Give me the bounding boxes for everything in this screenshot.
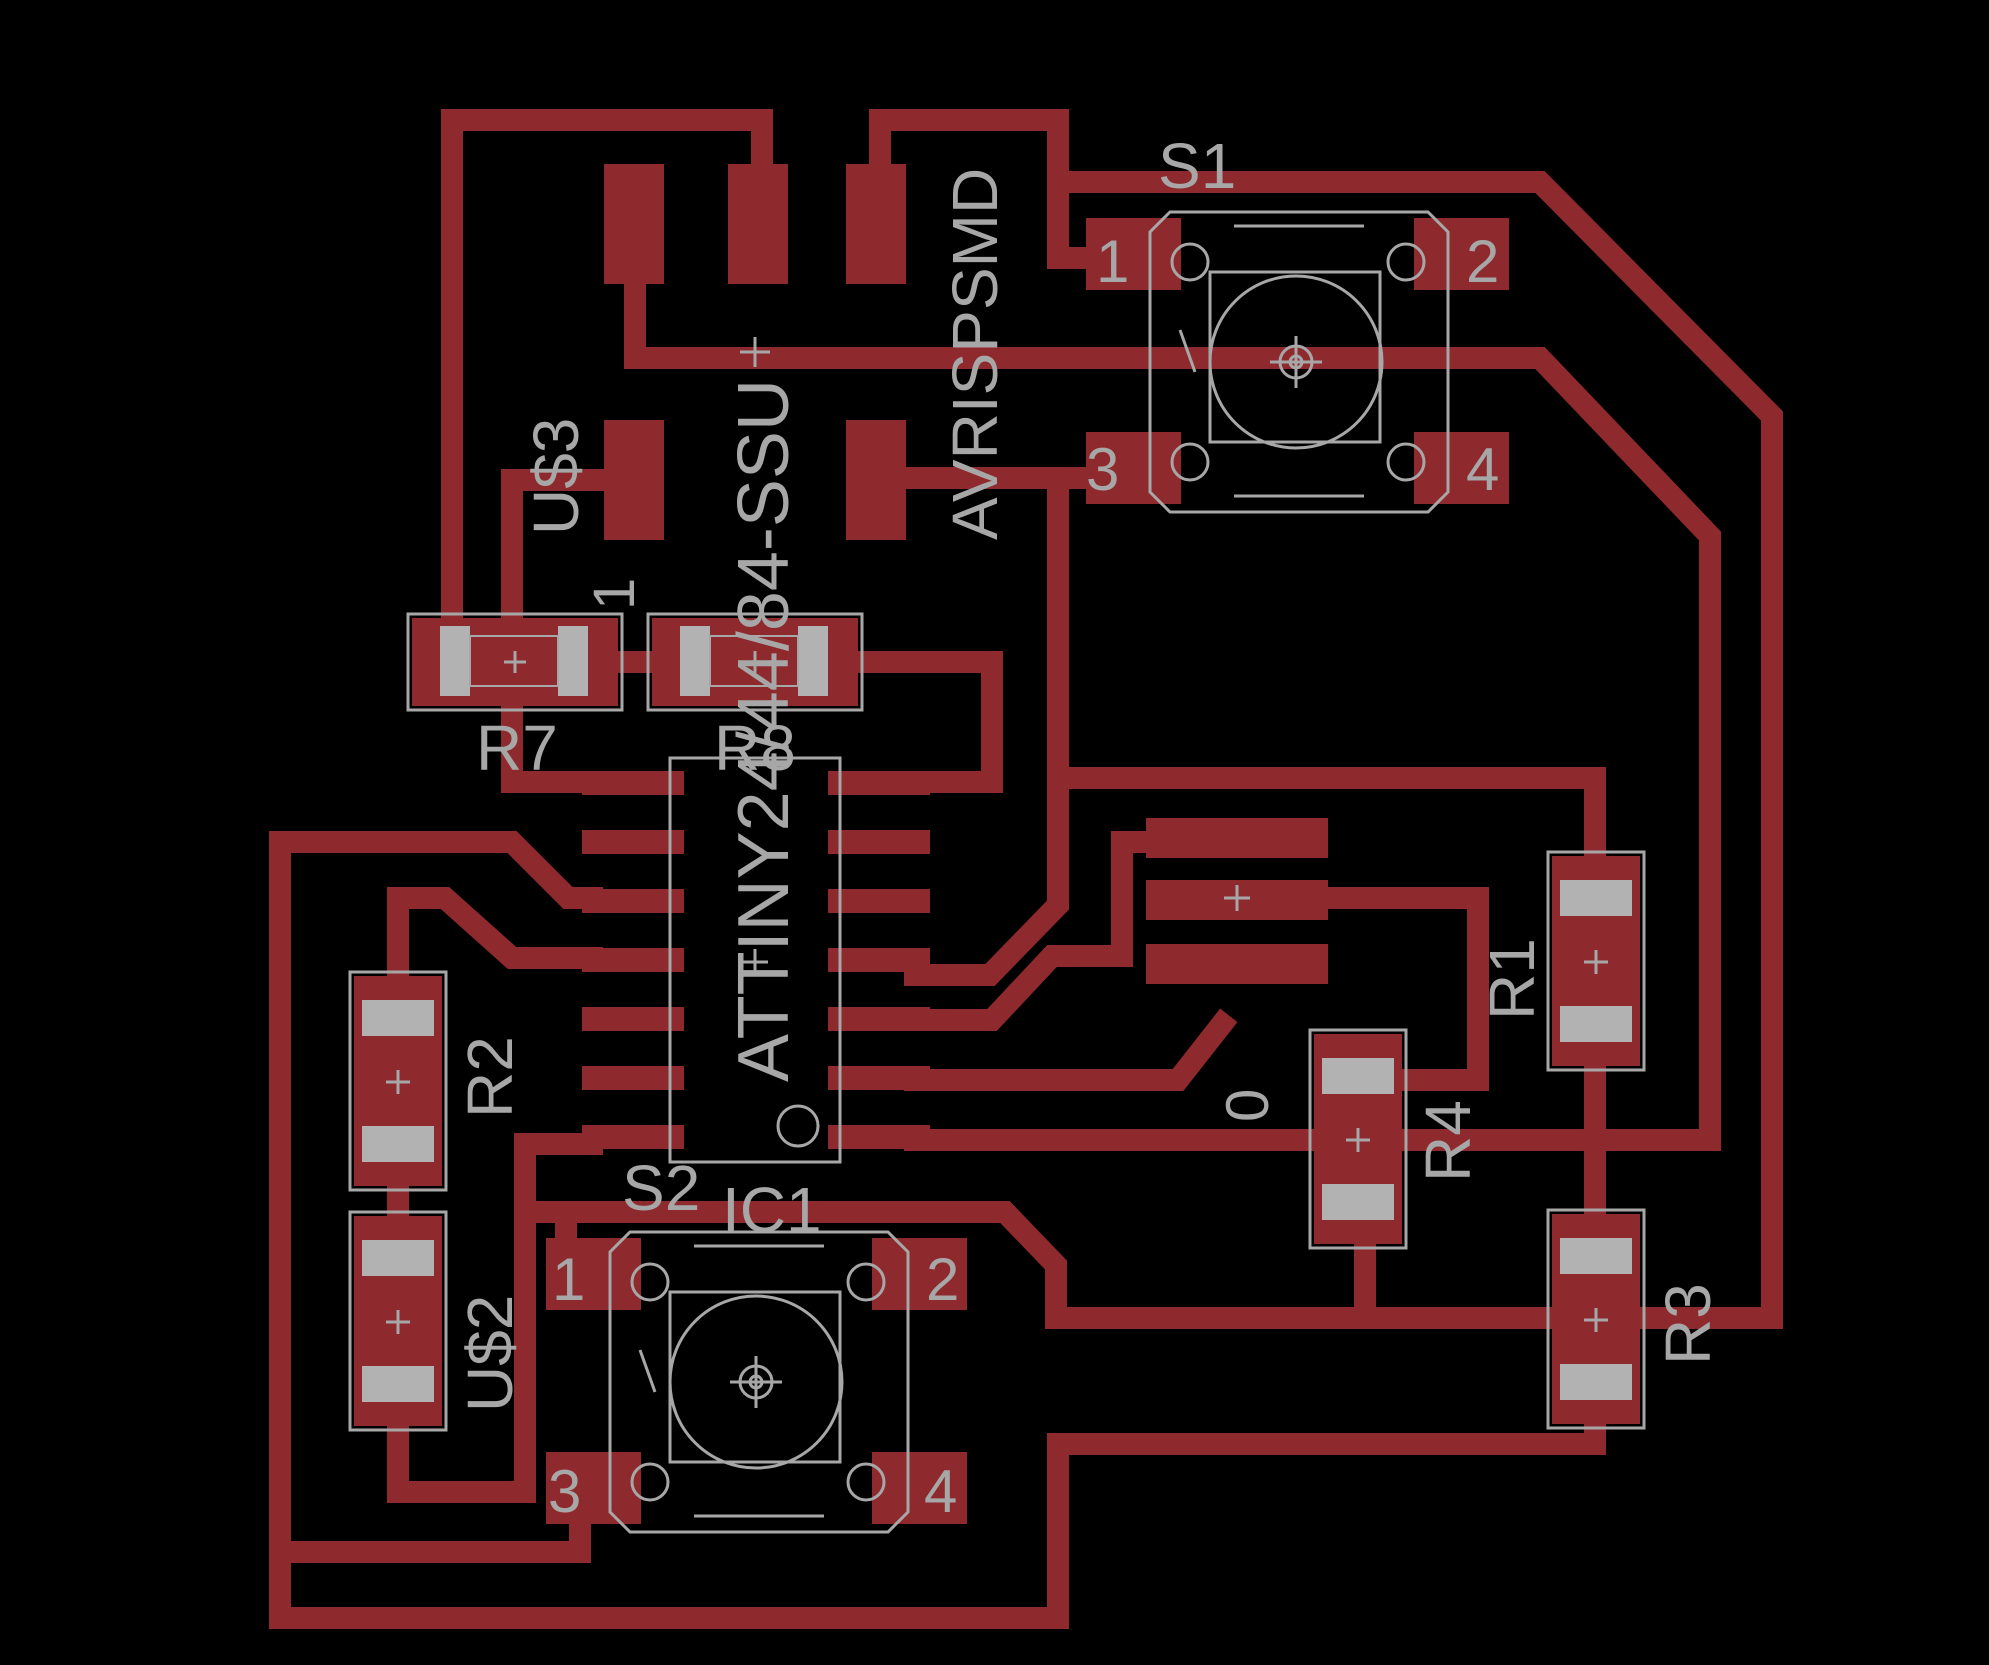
label-s1-ref: S1 xyxy=(1158,130,1236,202)
trace-r2-top xyxy=(387,887,603,991)
header-pad-3 xyxy=(846,164,906,284)
resistor-r7 xyxy=(406,612,624,712)
resistor-r3 xyxy=(1546,1208,1646,1430)
header-pad-5 xyxy=(846,420,906,540)
ic-pin-5 xyxy=(582,1007,684,1031)
ic-pin-7 xyxy=(582,1125,684,1149)
trace-r8-ic xyxy=(849,651,1003,793)
switch-s1-outline xyxy=(1148,210,1450,514)
header-center xyxy=(740,337,770,367)
label-ic-ref: IC1 xyxy=(722,1174,822,1246)
resistor-r4 xyxy=(1308,1028,1408,1250)
label-s2-pin4: 4 xyxy=(924,1458,957,1525)
ic-pin-10 xyxy=(828,1007,930,1031)
resistor-u2 xyxy=(348,1210,448,1432)
ic-pin-1 xyxy=(582,771,684,795)
label-u2: U$2 xyxy=(454,1295,526,1412)
ic-pin-8 xyxy=(828,1125,930,1149)
label-r4: R4 xyxy=(1412,1100,1484,1182)
silkscreen-labels: AVRISPSMD U$3 1 ATTINY24/44/84-SSU IC1 S… xyxy=(454,130,1724,1525)
label-s1-pin3: 3 xyxy=(1086,436,1119,503)
resistor-r2 xyxy=(348,970,448,1192)
label-s2-pin1: 1 xyxy=(552,1246,585,1313)
s2-pad-3 xyxy=(546,1452,641,1524)
s1-pad-1 xyxy=(1086,218,1181,290)
switch-s2-outline xyxy=(608,1230,910,1534)
s2-pad-4 xyxy=(872,1452,967,1524)
ic-outline xyxy=(668,756,842,1164)
s2-pad-2 xyxy=(872,1238,967,1310)
s2-pad-1 xyxy=(546,1238,641,1310)
label-s1-pin2: 2 xyxy=(1466,228,1499,295)
trace-s1-right xyxy=(527,171,1783,1329)
s1-pad-2 xyxy=(1414,218,1509,290)
trace-ic-crystal-1 xyxy=(904,831,1161,1031)
label-r8: R8 xyxy=(714,712,796,784)
trace-ic-crystal-2 xyxy=(904,1008,1238,1091)
label-s2-pin2: 2 xyxy=(926,1246,959,1313)
trace-header-bottom-right xyxy=(624,269,1721,1151)
label-s2-ref: S2 xyxy=(622,1152,700,1224)
label-ic-name: ATTINY24/44/84-SSU xyxy=(724,379,804,1082)
trace-crystal-r4 xyxy=(1289,887,1489,1091)
trace-u2-up xyxy=(387,1133,603,1503)
ic-pin-12 xyxy=(828,889,930,913)
copper-pads xyxy=(546,164,1509,1524)
crystal-pad-3 xyxy=(1146,944,1328,984)
s1-pad-4 xyxy=(1414,432,1509,504)
label-r1: R1 xyxy=(1476,938,1548,1020)
resistor-r1 xyxy=(1546,850,1646,1072)
label-r4-value: 0 xyxy=(1214,1089,1281,1122)
label-s1-pin1: 1 xyxy=(1096,228,1129,295)
label-r2: R2 xyxy=(454,1036,526,1118)
ic-pin-6 xyxy=(582,1066,684,1090)
label-s2-pin3: 3 xyxy=(548,1458,581,1525)
label-s1-pin4: 4 xyxy=(1466,436,1499,503)
label-header-pin1: 1 xyxy=(582,578,647,610)
crystal-center xyxy=(1224,885,1250,911)
ic-pin-11 xyxy=(828,948,930,972)
trace-r1-top xyxy=(1047,767,1606,871)
trace-r3-bottom xyxy=(269,831,1606,1629)
s1-pad-3 xyxy=(1086,432,1181,504)
label-r3: R3 xyxy=(1652,1283,1724,1365)
copper-traces xyxy=(269,109,1783,1629)
crystal-pad-1 xyxy=(1146,818,1328,858)
ic-pin-4 xyxy=(582,948,684,972)
ic-pin-13 xyxy=(828,830,930,854)
trace-s1-ic xyxy=(904,467,1069,986)
ic-pin-3 xyxy=(582,889,684,913)
label-r7: R7 xyxy=(476,712,558,784)
ic-pin-2 xyxy=(582,830,684,854)
label-header-ref: U$3 xyxy=(520,418,592,535)
trace-header-s1 xyxy=(869,109,1101,269)
ic-pin-9 xyxy=(828,1066,930,1090)
ic-pin-14 xyxy=(828,771,930,795)
header-pad-1 xyxy=(604,164,664,284)
header-pad-4 xyxy=(604,420,664,540)
header-pad-2 xyxy=(728,164,788,284)
label-header-name: AVRISPSMD xyxy=(939,168,1011,540)
trace-r7-top xyxy=(441,109,773,651)
resistor-r8 xyxy=(646,612,864,712)
